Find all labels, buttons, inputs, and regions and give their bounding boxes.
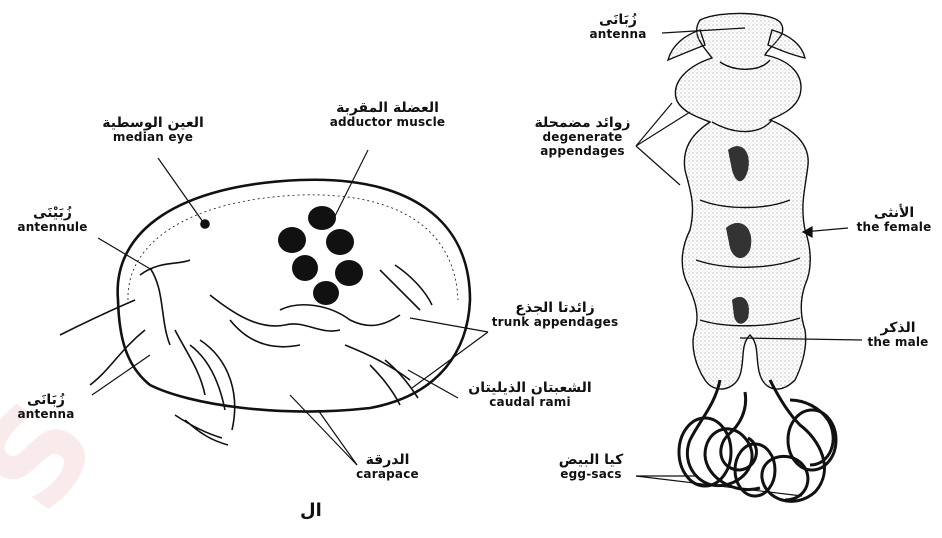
copepod-figure bbox=[668, 13, 836, 501]
label-median-eye-en: median eye bbox=[78, 131, 228, 145]
partial-caption: ال bbox=[300, 500, 322, 521]
label-caudal-rami-ar: الشعبتان الذيليتان bbox=[455, 380, 605, 396]
egg-sacs-coils bbox=[679, 380, 836, 501]
label-degenerate-appendages-ar: زوائد مضمحلة bbox=[530, 115, 635, 131]
label-antenna-right-ar: زُبَانَى bbox=[568, 12, 668, 28]
label-egg-sacs-en: egg-sacs bbox=[545, 468, 637, 482]
ostracod-figure bbox=[60, 180, 470, 445]
left-leader-lines bbox=[92, 150, 488, 465]
carapace-shell bbox=[118, 180, 470, 412]
label-trunk-appendages: زائدتا الجذع trunk appendages bbox=[480, 300, 630, 330]
label-carapace-en: carapace bbox=[340, 468, 435, 482]
label-trunk-appendages-ar: زائدتا الجذع bbox=[480, 300, 630, 316]
label-caudal-rami-en: caudal rami bbox=[455, 396, 605, 410]
label-degenerate-appendages: زوائد مضمحلة degenerate appendages bbox=[530, 115, 635, 159]
label-antenna-right-en: antenna bbox=[568, 28, 668, 42]
label-male-en: the male bbox=[856, 336, 940, 350]
label-antennule: زُبَيْنَى antennule bbox=[0, 205, 105, 235]
label-male-ar: الذكر bbox=[856, 320, 940, 336]
label-female-ar: الأنثى bbox=[848, 205, 940, 221]
label-egg-sacs-ar: كيا البيض bbox=[545, 452, 637, 468]
label-antennule-en: antennule bbox=[0, 221, 105, 235]
label-trunk-appendages-en: trunk appendages bbox=[480, 316, 630, 330]
label-antennule-ar: زُبَيْنَى bbox=[0, 205, 105, 221]
label-median-eye: العين الوسطية median eye bbox=[78, 115, 228, 145]
label-female: الأنثى the female bbox=[848, 205, 940, 235]
label-caudal-rami: الشعبتان الذيليتان caudal rami bbox=[455, 380, 605, 410]
label-antenna-left-en: antenna bbox=[0, 408, 92, 422]
label-antenna-left-ar: زُبَانَى bbox=[0, 392, 92, 408]
ostracod-and-parasitic-copepod-diagram bbox=[0, 0, 942, 521]
label-male: الذكر the male bbox=[856, 320, 940, 350]
label-egg-sacs: كيا البيض egg-sacs bbox=[545, 452, 637, 482]
label-female-en: the female bbox=[848, 221, 940, 235]
label-adductor-muscle-en: adductor muscle bbox=[295, 116, 480, 130]
label-carapace: الدرقة carapace bbox=[340, 452, 435, 482]
label-median-eye-ar: العين الوسطية bbox=[78, 115, 228, 131]
label-adductor-muscle-ar: العضلة المقربة bbox=[295, 100, 480, 116]
label-adductor-muscle: العضلة المقربة adductor muscle bbox=[295, 100, 480, 130]
label-antenna-left: زُبَانَى antenna bbox=[0, 392, 92, 422]
label-carapace-ar: الدرقة bbox=[340, 452, 435, 468]
label-degenerate-appendages-en: degenerate appendages bbox=[530, 131, 635, 159]
label-antenna-right: زُبَانَى antenna bbox=[568, 12, 668, 42]
adductor-muscle-spots bbox=[278, 206, 363, 305]
